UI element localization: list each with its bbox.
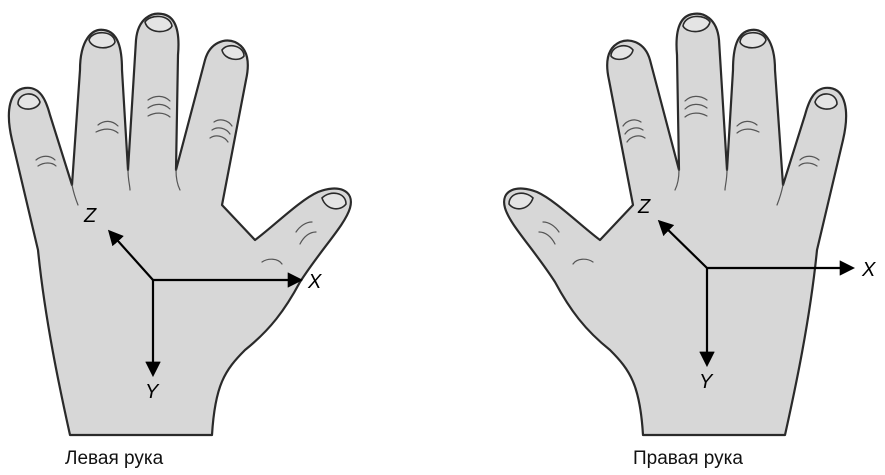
right-hand: X Y Z xyxy=(504,14,876,435)
right-z-label: Z xyxy=(637,196,651,218)
left-x-label: X xyxy=(307,271,322,293)
left-y-label: Y xyxy=(145,381,160,403)
left-hand-caption: Левая рука xyxy=(65,448,163,470)
left-hand: X Y Z xyxy=(9,14,351,435)
right-hand-illustration xyxy=(504,14,846,435)
right-y-label: Y xyxy=(699,371,714,393)
right-x-label: X xyxy=(861,259,876,281)
right-hand-caption: Правая рука xyxy=(633,448,743,470)
left-hand-illustration xyxy=(9,14,351,435)
left-z-label: Z xyxy=(83,205,97,227)
